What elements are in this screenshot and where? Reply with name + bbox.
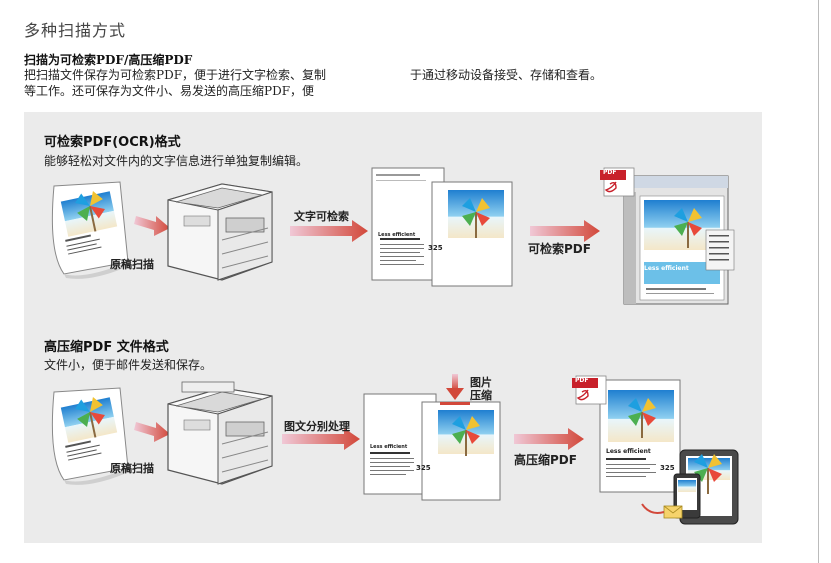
intro-line-2: 等工作。还可保存为文件小、易发送的高压缩PDF，便	[24, 84, 315, 98]
compressed-doc-heading: Less efficient	[606, 448, 651, 455]
section1-title: 可检索PDF(OCR)格式	[44, 135, 181, 150]
output-pages-1	[371, 167, 513, 287]
arrow-text-searchable	[290, 220, 368, 242]
section2-result-label: 高压缩PDF	[514, 453, 577, 467]
arrow-to-searchable-pdf	[530, 220, 600, 242]
doc-heading-2: Less efficient	[370, 444, 408, 450]
illustration-panel: 可检索PDF(OCR)格式 能够轻松对文件内的文字信息进行单独复制编辑。 原稿扫…	[24, 112, 762, 543]
output-pages-2	[363, 393, 501, 501]
compressed-pdf-page	[599, 379, 681, 493]
section1-arrow-label: 文字可检索	[294, 210, 349, 223]
pdf-badge-icon-2	[572, 375, 607, 405]
pdf-viewer-window	[623, 175, 735, 305]
viewer-doc-heading: Less efficient	[644, 265, 689, 272]
small-arrow-1	[134, 216, 170, 236]
original-document-2	[51, 387, 129, 485]
printer-icon-1	[167, 183, 273, 281]
email-envelope-icon	[663, 505, 683, 519]
pdf-badge-text-1: PDF	[603, 169, 617, 176]
intro-line-3: 于通过移动设备接受、存储和查看。	[410, 68, 603, 82]
curved-arrow-to-mobile	[641, 503, 665, 514]
section2-title: 高压缩PDF 文件格式	[44, 340, 169, 355]
arrow-to-compressed-pdf	[514, 428, 584, 450]
compress-down-arrow	[440, 374, 470, 405]
printer-icon-2	[167, 381, 273, 485]
intro-paragraph: 把扫描文件保存为可检索PDF，便于进行文字检索、复制 等工作。还可保存为文件小、…	[24, 67, 602, 99]
section1-desc: 能够轻松对文件内的文字信息进行单独复制编辑。	[44, 154, 309, 168]
arrow-split-processing	[282, 428, 360, 450]
section1-original-label: 原稿扫描	[110, 258, 154, 271]
pdf-badge-text-2: PDF	[575, 377, 589, 384]
compress-label-line1: 图片	[470, 376, 492, 389]
doc-heading-1: Less efficient	[378, 232, 416, 238]
section-subtitle: 扫描为可检索PDF/高压缩PDF	[24, 53, 193, 67]
small-arrow-2	[134, 422, 170, 442]
page-edge-divider	[818, 0, 819, 563]
intro-line-1: 把扫描文件保存为可检索PDF，便于进行文字检索、复制	[24, 68, 327, 82]
section2-desc: 文件小，便于邮件发送和保存。	[44, 358, 213, 372]
doc-number-2: 325	[416, 464, 431, 472]
original-document-1	[51, 181, 129, 279]
pdf-badge-icon-1	[600, 167, 635, 197]
doc-number-1: 325	[428, 244, 443, 252]
page-title: 多种扫描方式	[24, 21, 127, 40]
section1-result-label: 可检索PDF	[528, 242, 591, 256]
compressed-doc-number: 325	[660, 464, 675, 472]
section2-arrow-label: 图文分别处理	[284, 420, 350, 433]
section2-original-label: 原稿扫描	[110, 462, 154, 475]
compress-label-line2: 压缩	[470, 389, 492, 402]
illustration-graphics	[51, 167, 739, 525]
